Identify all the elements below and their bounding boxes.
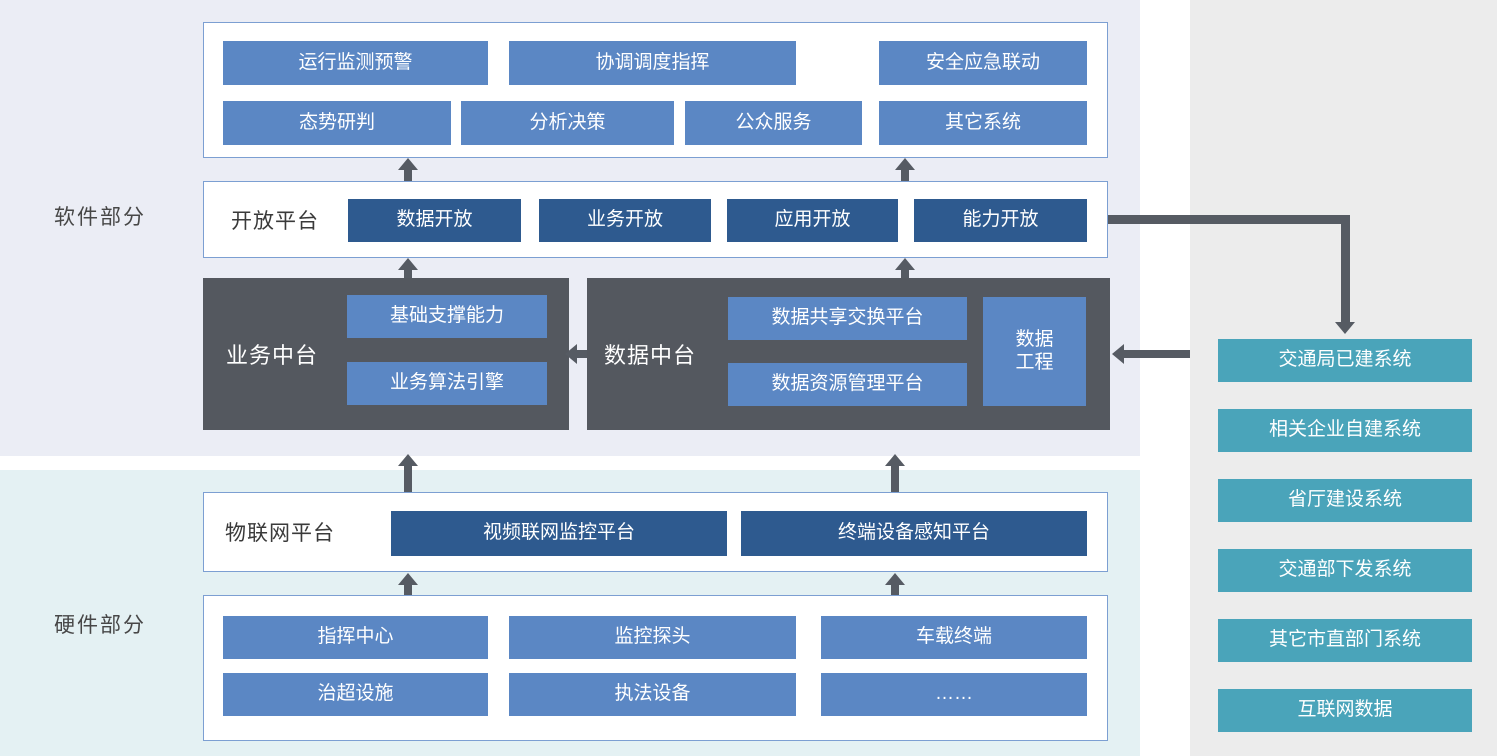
device-box-surveillance-camera: 监控探头 bbox=[509, 616, 796, 659]
arrow-open-to-external-horizontal-icon bbox=[1108, 215, 1350, 224]
open-platform-label: 开放平台 bbox=[231, 209, 319, 233]
devices-panel: 指挥中心 监控探头 车载终端 治超设施 执法设备 …… bbox=[203, 595, 1108, 741]
iot-box-terminal-sensing-platform: 终端设备感知平台 bbox=[741, 511, 1087, 556]
data-box-share-exchange-platform: 数据共享交换平台 bbox=[728, 297, 967, 340]
external-box-provincial-systems: 省厅建设系统 bbox=[1218, 479, 1472, 522]
arrow-open-to-apps-left-icon bbox=[398, 158, 418, 181]
app-box-monitoring-warning: 运行监测预警 bbox=[223, 41, 488, 85]
app-box-emergency-linkage: 安全应急联动 bbox=[879, 41, 1087, 85]
arrow-iot-to-data-icon bbox=[885, 454, 905, 492]
external-box-enterprise-systems: 相关企业自建系统 bbox=[1218, 409, 1472, 452]
business-middle-platform: 业务中台 基础支撑能力 业务算法引擎 bbox=[203, 278, 569, 430]
external-box-transport-bureau-systems: 交通局已建系统 bbox=[1218, 339, 1472, 382]
device-box-overload-control-facility: 治超设施 bbox=[223, 673, 488, 716]
arrow-external-to-data-icon bbox=[1112, 344, 1190, 364]
business-middle-label: 业务中台 bbox=[226, 343, 319, 368]
open-box-application: 应用开放 bbox=[727, 199, 898, 242]
data-engineering-line1: 数据 bbox=[1015, 328, 1054, 350]
app-box-situation-analysis: 态势研判 bbox=[223, 101, 451, 145]
data-box-data-engineering: 数据 工程 bbox=[983, 297, 1086, 406]
external-box-internet-data: 互联网数据 bbox=[1218, 689, 1472, 732]
business-box-algorithm-engine: 业务算法引擎 bbox=[347, 362, 547, 405]
iot-platform-panel: 物联网平台 视频联网监控平台 终端设备感知平台 bbox=[203, 492, 1108, 572]
open-box-capability: 能力开放 bbox=[914, 199, 1087, 242]
iot-platform-label: 物联网平台 bbox=[225, 522, 335, 545]
hardware-section-label: 硬件部分 bbox=[54, 614, 146, 637]
app-box-dispatch-command: 协调调度指挥 bbox=[509, 41, 796, 85]
arrow-devices-to-iot-right-icon bbox=[885, 573, 905, 595]
business-box-support-capability: 基础支撑能力 bbox=[347, 295, 547, 338]
open-platform-panel: 开放平台 数据开放 业务开放 应用开放 能力开放 bbox=[203, 181, 1108, 258]
arrow-open-to-external-head-icon bbox=[1335, 322, 1355, 334]
data-engineering-line2: 工程 bbox=[1015, 351, 1054, 373]
device-box-ellipsis: …… bbox=[821, 673, 1087, 716]
open-box-data: 数据开放 bbox=[348, 199, 521, 242]
data-middle-platform: 数据中台 数据共享交换平台 数据资源管理平台 数据 工程 bbox=[587, 278, 1110, 430]
application-layer-panel: 运行监测预警 协调调度指挥 安全应急联动 态势研判 分析决策 公众服务 其它系统 bbox=[203, 22, 1108, 158]
software-section-label: 软件部分 bbox=[54, 206, 146, 229]
arrow-devices-to-iot-left-icon bbox=[398, 573, 418, 595]
open-box-business: 业务开放 bbox=[539, 199, 711, 242]
app-box-other-systems: 其它系统 bbox=[879, 101, 1087, 145]
device-box-law-enforcement-equipment: 执法设备 bbox=[509, 673, 796, 716]
app-box-public-service: 公众服务 bbox=[685, 101, 862, 145]
arrow-iot-to-business-icon bbox=[398, 454, 418, 492]
arrow-data-to-business-icon bbox=[565, 344, 587, 364]
arrow-open-to-apps-right-icon bbox=[895, 158, 915, 181]
app-box-analysis-decision: 分析决策 bbox=[461, 101, 674, 145]
external-box-ministry-systems: 交通部下发系统 bbox=[1218, 549, 1472, 592]
data-middle-label: 数据中台 bbox=[604, 343, 697, 368]
external-box-other-municipal-systems: 其它市直部门系统 bbox=[1218, 619, 1472, 662]
arrow-open-to-external-vertical-icon bbox=[1341, 215, 1350, 322]
iot-box-video-surveillance-platform: 视频联网监控平台 bbox=[391, 511, 727, 556]
device-box-vehicle-terminal: 车载终端 bbox=[821, 616, 1087, 659]
arrow-business-to-open-icon bbox=[398, 258, 418, 278]
device-box-command-center: 指挥中心 bbox=[223, 616, 488, 659]
data-box-resource-mgmt-platform: 数据资源管理平台 bbox=[728, 363, 967, 406]
arrow-data-to-open-icon bbox=[895, 258, 915, 278]
